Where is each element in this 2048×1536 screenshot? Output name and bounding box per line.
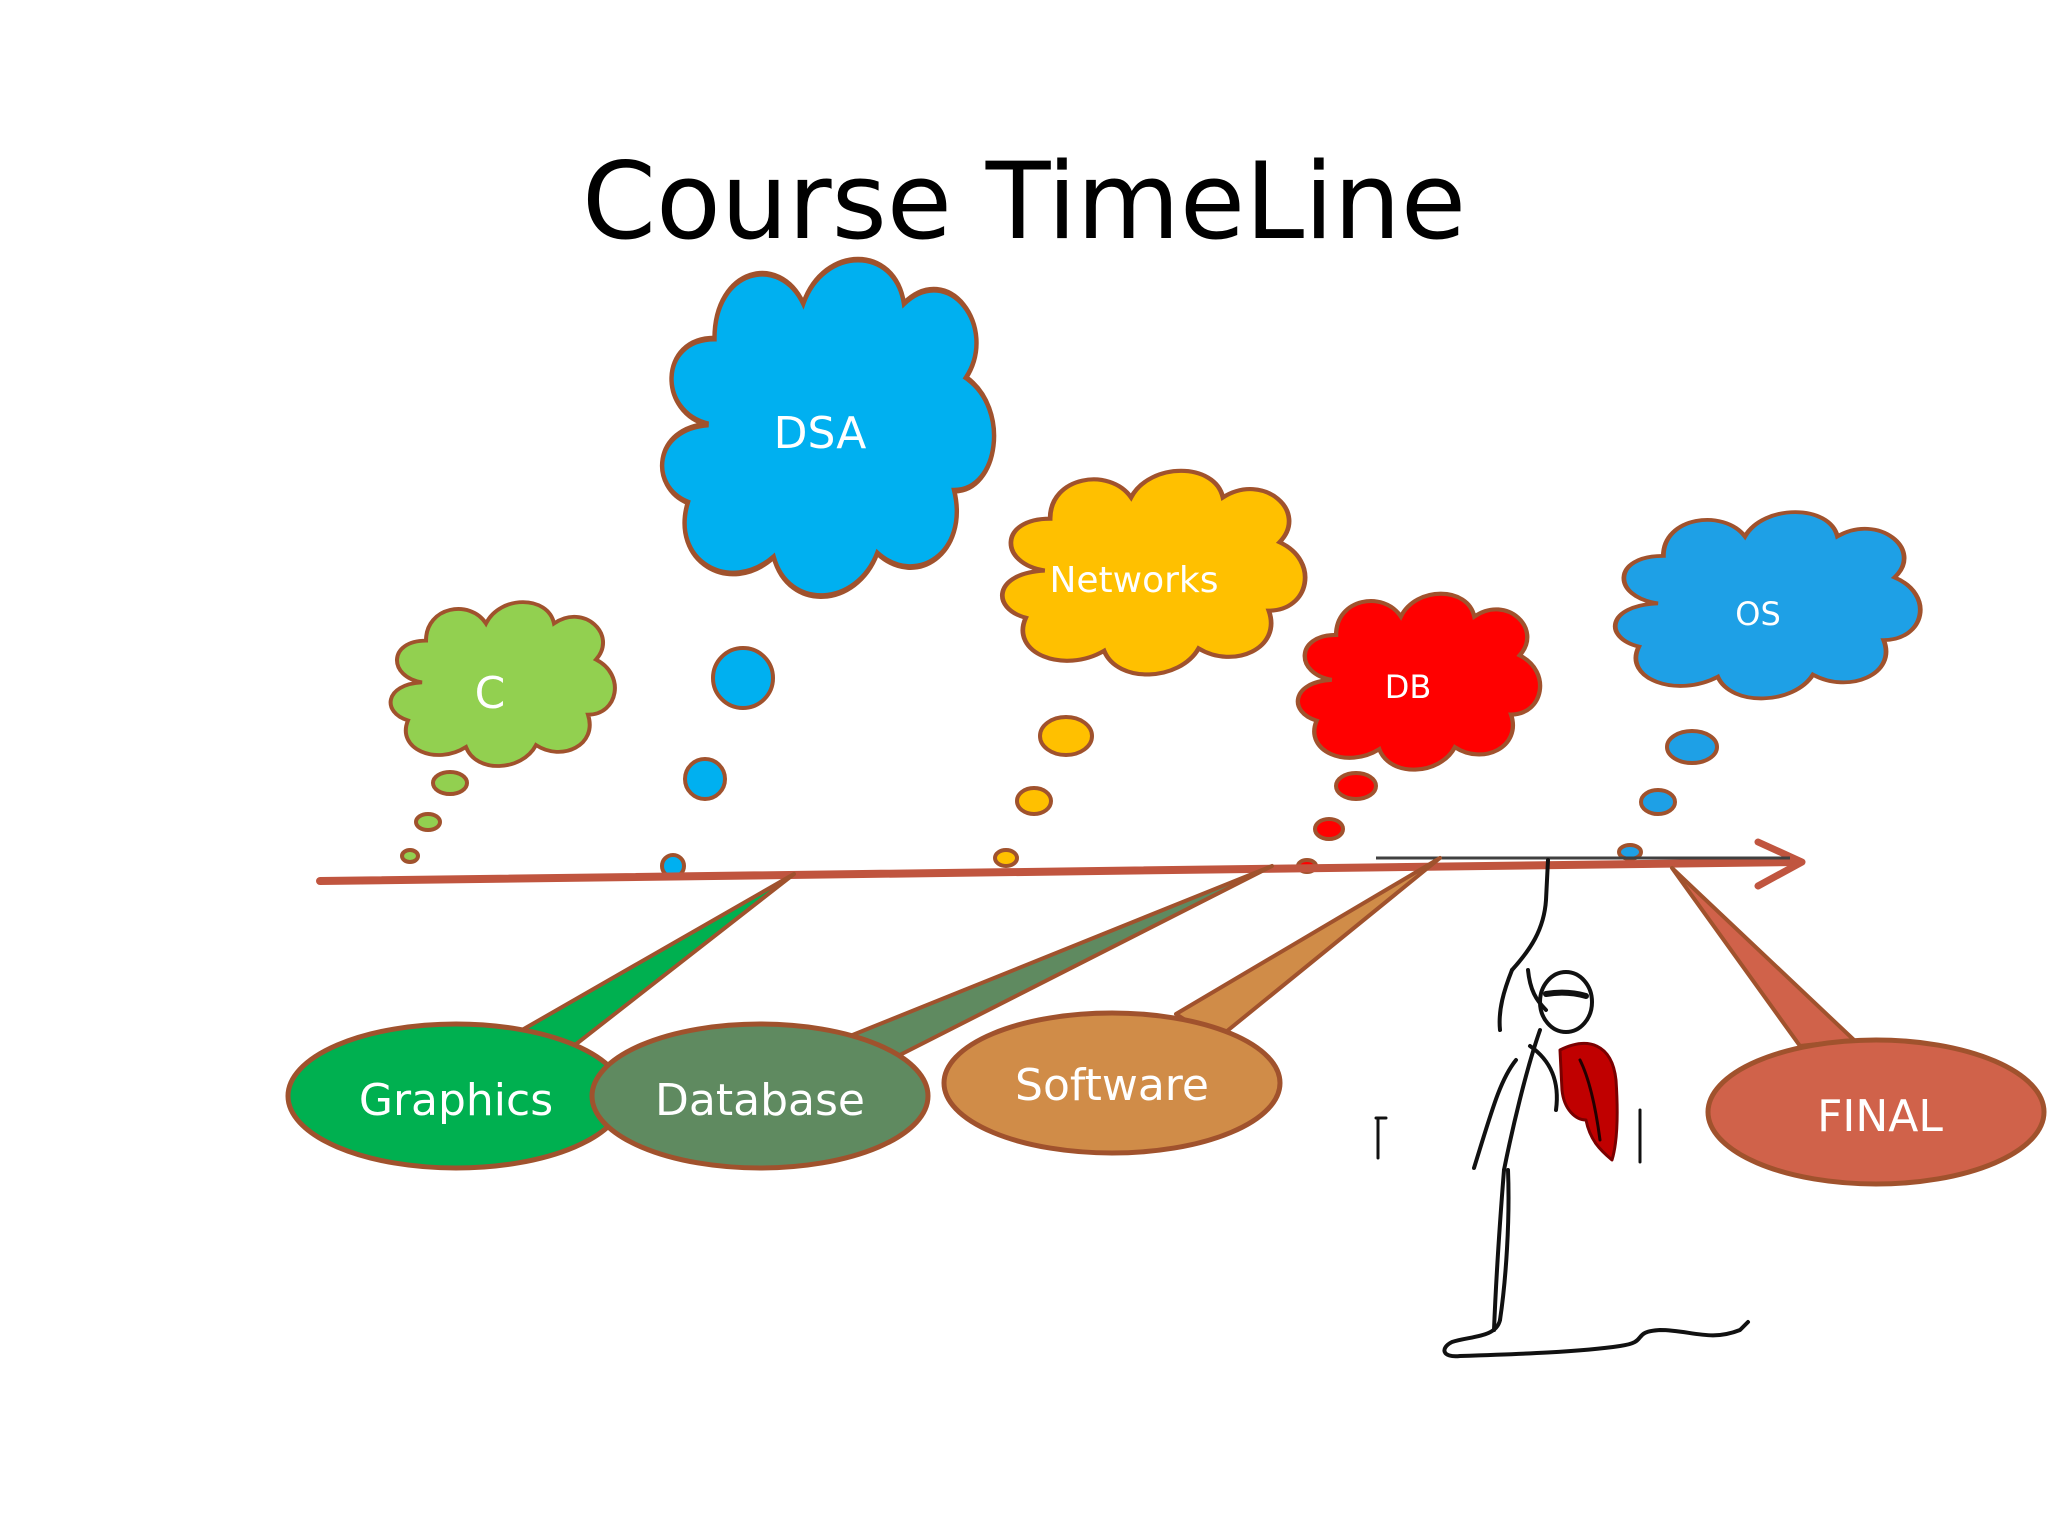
cloud-networks: Networks (993, 471, 1305, 868)
callout-software: Software (941, 856, 1442, 1156)
cloud-networks-bubble-large (1038, 715, 1094, 757)
cloud-dsa-bubble-large (711, 646, 775, 710)
cloud-networks-bubble-small (993, 848, 1019, 868)
timeline-arrow (316, 838, 1806, 890)
cloud-c-bubble-large (431, 770, 469, 796)
cloud-dsa: DSA (662, 260, 994, 879)
cloud-dsa-label: DSA (774, 408, 867, 459)
cloud-os-label: OS (1735, 595, 1781, 633)
cloud-db-bubble-medium (1313, 817, 1345, 841)
cloud-db: DB (1298, 594, 1540, 874)
cloud-os: OS (1615, 512, 1920, 861)
cloud-db-bubble-large (1334, 771, 1378, 801)
callout-software-label: Software (1015, 1060, 1209, 1111)
callout-final: FINAL (1670, 866, 2047, 1187)
cloud-os-bubble-large (1665, 729, 1719, 765)
cloud-c-label: C (475, 668, 506, 719)
cloud-c-bubble-small (400, 848, 420, 864)
callout-database: Database (589, 864, 1274, 1171)
cloud-db-label: DB (1385, 668, 1432, 706)
cloud-networks-bubble-medium (1015, 786, 1053, 816)
slide-title: Course TimeLine (582, 140, 1466, 263)
cloud-os-bubble-medium (1639, 788, 1677, 816)
callout-database-label: Database (655, 1075, 865, 1126)
cloud-c: C (388, 600, 617, 864)
callout-graphics-label: Graphics (359, 1075, 553, 1126)
cloud-dsa-bubble-medium (683, 757, 727, 801)
stick-figure-hanging-from-rope-icon (1374, 858, 1750, 1359)
cloud-c-bubble-medium (414, 812, 442, 832)
callout-graphics: Graphics (285, 872, 796, 1171)
cloud-networks-label: Networks (1049, 560, 1218, 601)
callout-final-label: FINAL (1817, 1091, 1943, 1142)
